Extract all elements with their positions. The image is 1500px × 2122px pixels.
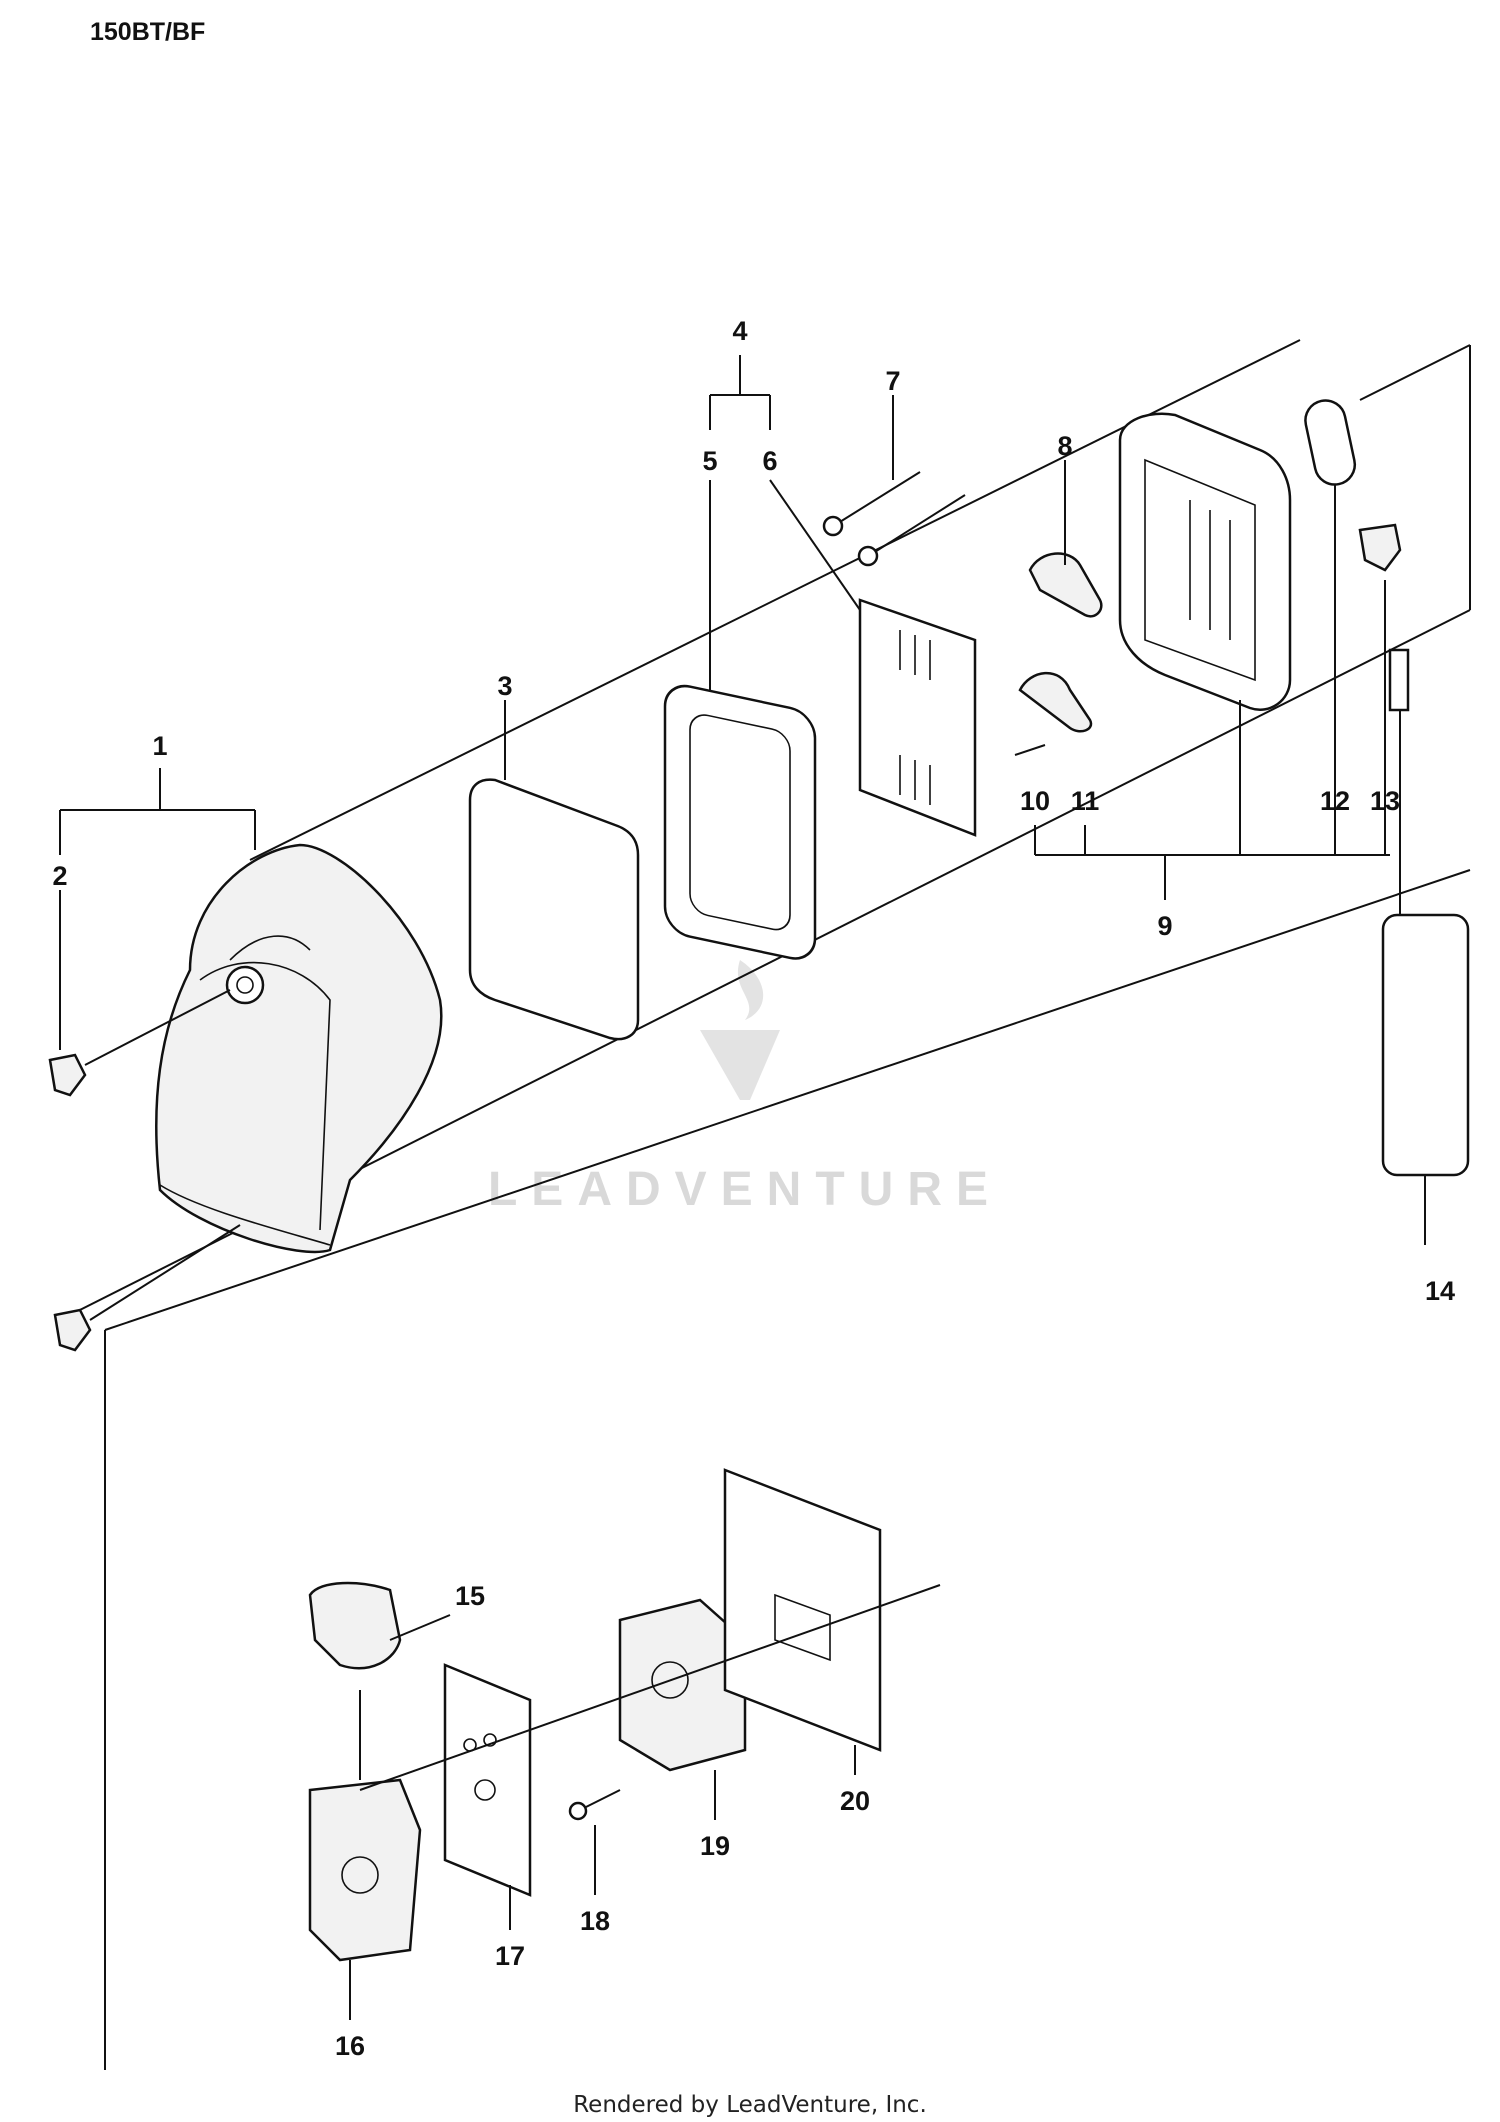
callout-16: 16 (335, 2031, 365, 2061)
part-clip (1358, 523, 1402, 572)
callout-8: 8 (1057, 431, 1072, 461)
part-intake-adapter (618, 1598, 747, 1772)
callout-7: 7 (885, 366, 900, 396)
callout-14: 14 (1425, 1276, 1455, 1306)
callout-9: 9 (1157, 911, 1172, 941)
part-filter-frame (663, 684, 817, 960)
part-carburetor (308, 1690, 422, 1962)
footer-credit: Rendered by LeadVenture, Inc. (573, 2092, 927, 2118)
callout-18: 18 (580, 1906, 610, 1936)
part-o-ring (1304, 399, 1357, 486)
part-gasket (443, 1663, 532, 1897)
part-bolts (822, 471, 966, 567)
part-filter-housing (1118, 412, 1292, 711)
leader-lines (59, 355, 1390, 2020)
part-carb-cap (308, 1581, 402, 1670)
callout-15: 15 (455, 1581, 485, 1611)
callout-5: 5 (702, 446, 717, 476)
lower-axis-line (359, 1584, 941, 1791)
callout-4: 4 (732, 316, 747, 346)
part-filter-screen (858, 598, 977, 837)
callout-11: 11 (1071, 786, 1100, 816)
callout-12: 12 (1320, 786, 1350, 816)
callout-1: 1 (152, 731, 167, 761)
callout-labels: 1 2 3 4 5 6 7 8 9 10 11 12 13 14 15 16 1… (52, 316, 1455, 2061)
part-intake-gasket (723, 1468, 882, 1752)
part-insulator-bolt (568, 1789, 621, 1821)
callout-10: 10 (1020, 786, 1050, 816)
callout-6: 6 (762, 446, 777, 476)
svg-text:LEADVENTURE: LEADVENTURE (488, 1163, 1002, 1216)
part-air-filter-cover (155, 843, 443, 1254)
part-knob-lower (53, 1224, 241, 1352)
callout-2: 2 (52, 861, 67, 891)
part-choke-lever (1028, 552, 1103, 618)
part-screw (1014, 744, 1046, 756)
part-knob-upper (48, 989, 231, 1097)
watermark: LEADVENTURE (488, 960, 1002, 1216)
callout-20: 20 (840, 1786, 870, 1816)
callout-17: 17 (495, 1941, 525, 1971)
part-foam-filter (468, 778, 640, 1041)
callout-13: 13 (1370, 786, 1400, 816)
callout-19: 19 (700, 1831, 730, 1861)
watermark-logo-icon (700, 960, 780, 1100)
callout-3: 3 (497, 671, 512, 701)
part-label (1381, 648, 1470, 1245)
part-bracket (1018, 671, 1093, 733)
page-title: 150BT/BF (90, 18, 205, 46)
